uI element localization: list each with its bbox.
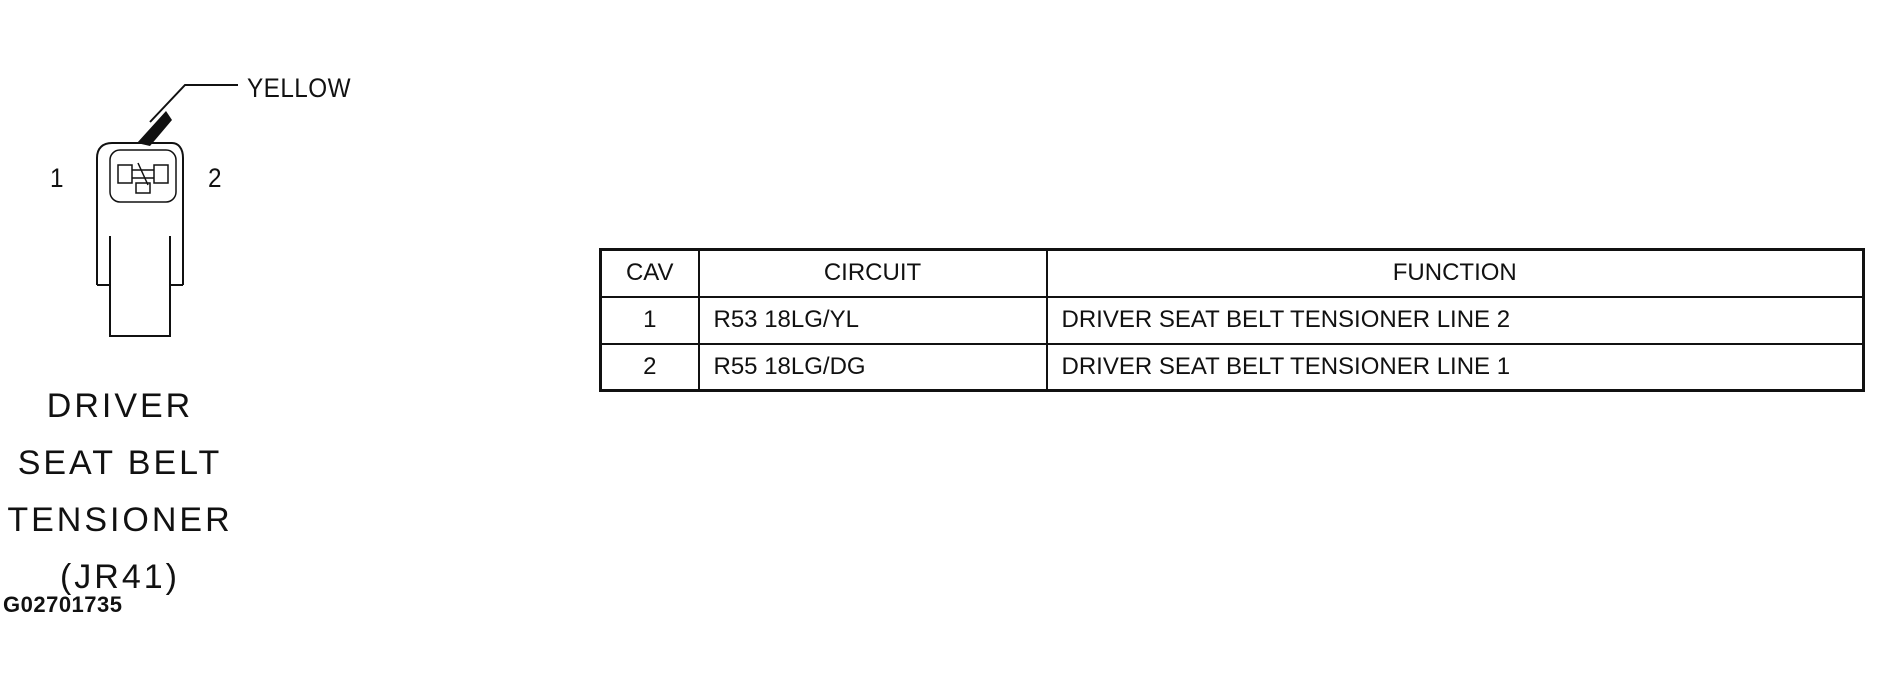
connector-shroud bbox=[109, 236, 171, 337]
connector-name-line-3: TENSIONER bbox=[7, 501, 233, 539]
pinout-table: CAV CIRCUIT FUNCTION 1 R53 18LG/YL DRIVE… bbox=[599, 248, 1865, 392]
header-cav: CAV bbox=[599, 248, 700, 298]
table-row: 1 R53 18LG/YL DRIVER SEAT BELT TENSIONER… bbox=[599, 295, 1865, 345]
callout-arrowhead bbox=[137, 111, 172, 146]
connector-name: DRIVER SEAT BELT TENSIONER (JR41) bbox=[0, 378, 240, 606]
cavity-2-label: 2 bbox=[208, 163, 222, 193]
cell-cav: 2 bbox=[599, 342, 700, 392]
terminal-cavities-icon bbox=[117, 162, 169, 194]
header-circuit: CIRCUIT bbox=[697, 248, 1048, 298]
wire-color-callout: YELLOW bbox=[247, 73, 351, 103]
connector-face bbox=[109, 149, 177, 203]
connector-name-line-1: DRIVER bbox=[46, 387, 194, 425]
cell-cav: 1 bbox=[599, 295, 700, 345]
callout-leader-line bbox=[149, 84, 238, 123]
cavity-1-label: 1 bbox=[50, 163, 64, 193]
table-header-row: CAV CIRCUIT FUNCTION bbox=[599, 248, 1865, 298]
table-row: 2 R55 18LG/DG DRIVER SEAT BELT TENSIONER… bbox=[599, 342, 1865, 392]
figure-id: G02701735 bbox=[3, 592, 123, 617]
connector-name-line-2: SEAT BELT bbox=[17, 444, 223, 482]
cell-function: DRIVER SEAT BELT TENSIONER LINE 2 bbox=[1045, 295, 1865, 345]
connector-drawing bbox=[96, 84, 238, 337]
connector-name-line-4: (JR41) bbox=[59, 558, 181, 596]
cell-function: DRIVER SEAT BELT TENSIONER LINE 1 bbox=[1045, 342, 1865, 392]
cell-circuit: R55 18LG/DG bbox=[697, 342, 1048, 392]
header-function: FUNCTION bbox=[1045, 248, 1865, 298]
cell-circuit: R53 18LG/YL bbox=[697, 295, 1048, 345]
connector-body-outline bbox=[96, 142, 184, 285]
